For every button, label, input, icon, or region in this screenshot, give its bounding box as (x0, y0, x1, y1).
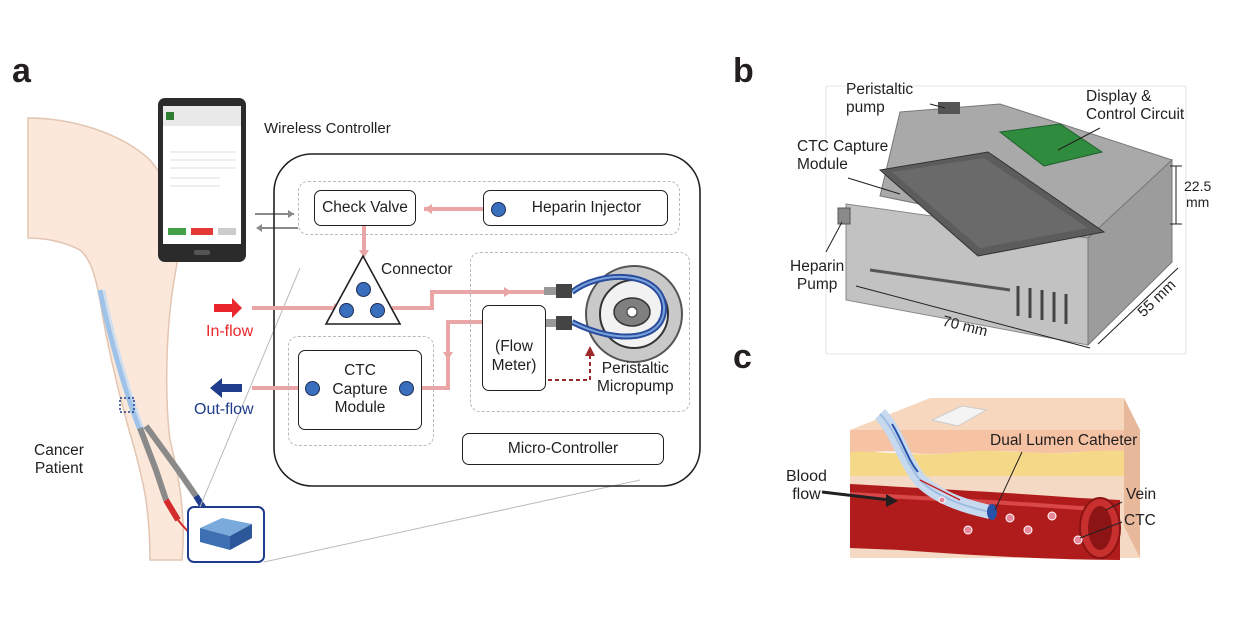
display-control-label: Display & Control Circuit (1086, 88, 1184, 124)
blood-flow-label: Blood flow (786, 468, 827, 505)
peristaltic-pump-line2: pump (846, 98, 885, 116)
wireless-controller-label: Wireless Controller (264, 120, 391, 137)
micro-controller-label: Micro-Controller (507, 439, 619, 457)
blood-flow-line1: Blood (786, 468, 827, 485)
micropump-line1: Peristaltic (601, 360, 669, 377)
ctc-capture-b-label: CTC Capture Module (797, 138, 888, 174)
dual-lumen-catheter-label: Dual Lumen Catheter (990, 432, 1138, 449)
cancer-patient-label: Cancer Patient (34, 442, 84, 478)
cancer-patient-line2: Patient (34, 459, 84, 477)
connector-port-top (356, 282, 371, 297)
out-flow-arrow (210, 378, 242, 398)
heparin-injector-label: Heparin Injector (531, 198, 642, 216)
skin-layer (850, 430, 1140, 454)
check-valve-label: Check Valve (322, 198, 408, 216)
height-value: 22.5 (1184, 178, 1212, 194)
panel-letter-b: b (733, 52, 754, 90)
micro-controller-box: Micro-Controller (462, 433, 664, 465)
peristaltic-pump-line1: Peristaltic (846, 81, 914, 98)
peristaltic-micropump-label: Peristaltic Micropump (597, 360, 674, 396)
connector-port-left (339, 303, 354, 318)
phone-screen (163, 106, 241, 244)
ctc-capture-line2: Capture (332, 380, 388, 398)
in-flow-arrow (214, 298, 242, 318)
micropump-line2: Micropump (597, 377, 674, 395)
cancer-patient-line1: Cancer (34, 442, 84, 459)
blood-flow-line2: flow (792, 486, 821, 504)
ctc-label: CTC (1124, 512, 1156, 529)
device-right-face (1087, 158, 1173, 347)
check-valve-box: Check Valve (314, 190, 416, 226)
peristaltic-pump-label: Peristaltic pump (846, 81, 913, 117)
vein-label: Vein (1126, 486, 1157, 503)
display-screen (998, 123, 1104, 167)
flow-meter-box: (Flow Meter) (482, 305, 546, 391)
controller-frame (273, 153, 701, 487)
height-unit: mm (1185, 194, 1210, 211)
out-flow-label: Out-flow (194, 401, 254, 418)
valve-injector-group (298, 181, 680, 235)
vein (850, 484, 1120, 560)
peristaltic-pump-drawing (544, 265, 683, 363)
capture-module-group (288, 336, 434, 446)
ctc-capture-port-right (399, 381, 414, 396)
arm-catheter-line (97, 289, 143, 431)
ctc-capture-line1: CTC (344, 362, 376, 380)
heparin-pump-label: Heparin Pump (790, 258, 844, 294)
panel-letter-a: a (12, 52, 31, 90)
fat-layer (850, 450, 1140, 476)
ctc-capture-line3: Module (334, 399, 386, 417)
flow-meter-line2: Meter) (491, 357, 537, 374)
heparin-pump-line1: Heparin (790, 258, 845, 275)
connector-port-right (370, 303, 385, 318)
ctc-capture-port-left (305, 381, 320, 396)
display-control-line2: Control Circuit (1086, 105, 1185, 123)
connector-label: Connector (381, 261, 453, 278)
panel-letter-c: c (733, 338, 752, 376)
heparin-injector-port (491, 202, 506, 217)
ctc-capture-b-line2: Module (797, 155, 848, 173)
peristaltic-pump-part (938, 102, 960, 114)
heparin-injector-box: Heparin Injector (483, 190, 668, 226)
flow-meter-line1: (Flow (495, 338, 533, 356)
ctc-capture-b-line1: CTC Capture (797, 138, 889, 155)
heparin-pump-line2: Pump (796, 275, 838, 293)
pump-group (470, 252, 690, 412)
skin-top (850, 398, 1140, 430)
height-dimension-label: 22.5 mm (1184, 178, 1211, 210)
in-flow-label: In-flow (206, 323, 254, 340)
insertion-site-marker (119, 397, 135, 413)
display-control-line1: Display & (1086, 88, 1152, 105)
